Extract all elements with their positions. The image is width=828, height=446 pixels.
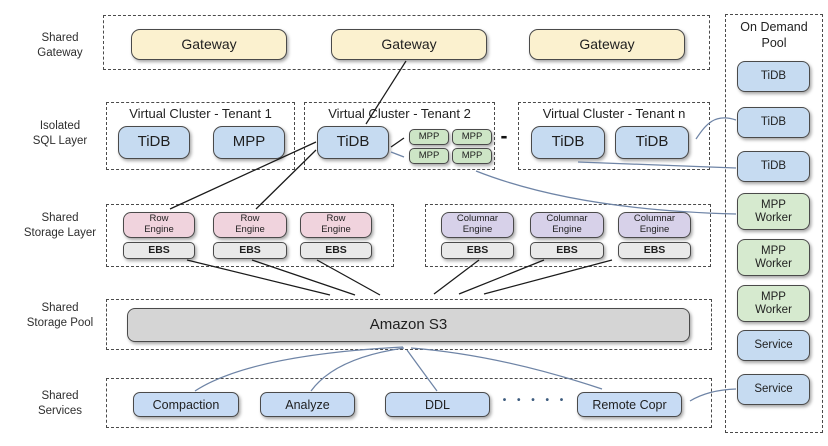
gateway-node-1: Gateway — [131, 29, 287, 60]
virtual-cluster-tenantn-title: Virtual Cluster - Tenant n — [542, 106, 686, 121]
on-demand-pool-title: On Demand Pool — [740, 20, 808, 50]
service-compaction-node: Compaction — [133, 392, 239, 417]
tenant2-mpp-node-1: MPP — [409, 129, 449, 145]
row-engine-node-2: Row Engine — [213, 212, 287, 238]
tenantn-tidb-node-1: TiDB — [531, 126, 605, 159]
row-engine-node-3: Row Engine — [300, 212, 372, 238]
tenant1-tidb-node: TiDB — [118, 126, 190, 159]
row-engine-node-1: Row Engine — [123, 212, 195, 238]
pool-mpp-worker-node-1: MPP Worker — [737, 193, 810, 230]
row-ebs-node-2: EBS — [213, 242, 287, 259]
service-remote-copr-node: Remote Copr — [577, 392, 682, 417]
cluster-ellipsis-separator: - — [500, 125, 508, 148]
pool-mpp-worker-node-2: MPP Worker — [737, 239, 810, 276]
columnar-engine-node-1: Columnar Engine — [441, 212, 514, 238]
columnar-engine-node-3: Columnar Engine — [618, 212, 691, 238]
tenant1-mpp-node: MPP — [213, 126, 285, 159]
on-demand-pool-container — [725, 14, 823, 433]
tenant2-mpp-node-2: MPP — [452, 129, 492, 145]
pool-mpp-worker-node-3: MPP Worker — [737, 285, 810, 322]
row-ebs-node-3: EBS — [300, 242, 372, 259]
pool-tidb-node-2: TiDB — [737, 107, 810, 138]
shared-storage-pool-container — [106, 299, 712, 350]
columnar-ebs-node-3: EBS — [618, 242, 691, 259]
row-label-shared-storage-pool: Shared Storage Pool — [26, 302, 94, 330]
columnar-ebs-node-2: EBS — [530, 242, 604, 259]
service-ddl-node: DDL — [385, 392, 490, 417]
services-ellipsis: • • • • • — [502, 395, 568, 406]
service-analyze-node: Analyze — [260, 392, 355, 417]
tenant2-mpp-node-3: MPP — [409, 148, 449, 164]
columnar-ebs-node-1: EBS — [441, 242, 514, 259]
pool-tidb-node-3: TiDB — [737, 151, 810, 182]
tenantn-tidb-node-2: TiDB — [615, 126, 689, 159]
row-label-isolated-sql-layer: Isolated SQL Layer — [32, 120, 88, 148]
pool-service-node-2: Service — [737, 374, 810, 405]
row-label-shared-storage-layer: Shared Storage Layer — [23, 212, 97, 240]
tenant2-mpp-node-4: MPP — [452, 148, 492, 164]
pool-service-node-1: Service — [737, 330, 810, 361]
row-label-shared-gateway: Shared Gateway — [37, 32, 83, 60]
row-ebs-node-1: EBS — [123, 242, 195, 259]
columnar-engine-node-2: Columnar Engine — [530, 212, 604, 238]
gateway-node-3: Gateway — [529, 29, 685, 60]
gateway-node-2: Gateway — [331, 29, 487, 60]
amazon-s3-node: Amazon S3 — [127, 308, 690, 342]
row-label-shared-services: Shared Services — [37, 390, 83, 418]
virtual-cluster-tenant1-title: Virtual Cluster - Tenant 1 — [129, 106, 272, 121]
virtual-cluster-tenant2-title: Virtual Cluster - Tenant 2 — [328, 106, 471, 121]
tenant2-tidb-node: TiDB — [317, 126, 389, 159]
pool-tidb-node-1: TiDB — [737, 61, 810, 92]
